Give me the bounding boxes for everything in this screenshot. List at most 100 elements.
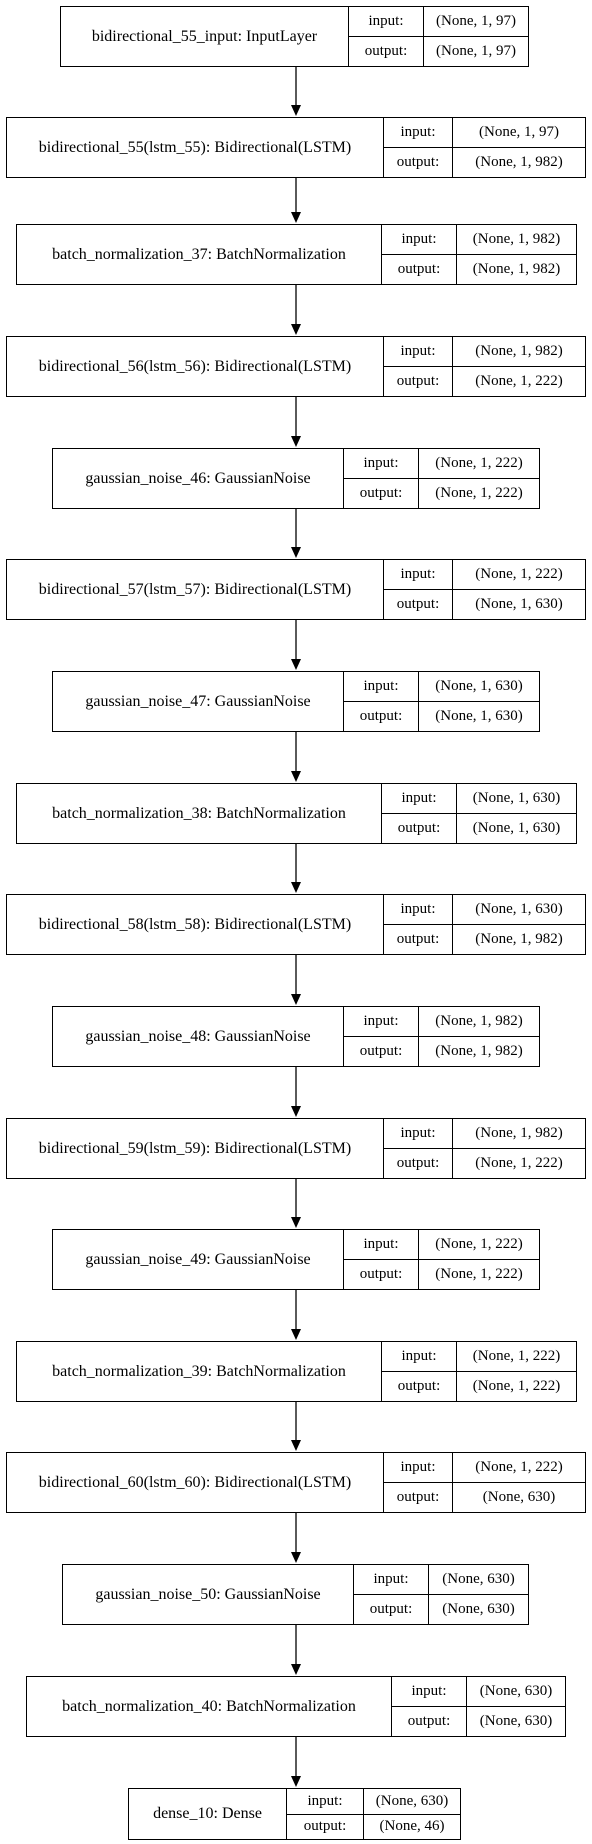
output-label: output:: [384, 1483, 453, 1512]
input-shape-row: input:(None, 1, 222): [384, 560, 585, 589]
layer-shapes: input:(None, 630)output:(None, 630): [392, 1677, 565, 1736]
output-shape-row: output: (None, 630): [384, 1482, 585, 1512]
output-shape: (None, 1, 630): [472, 820, 561, 836]
layer-name: batch_normalization_38: BatchNormalizati…: [17, 784, 382, 843]
layer-node: batch_normalization_38: BatchNormalizati…: [16, 783, 577, 844]
input-shape: (None, 1, 982): [435, 1013, 523, 1029]
layer-shapes: input:(None, 1, 97)output:(None, 1, 982): [384, 118, 585, 177]
output-shape-row: output:(None, 1, 982): [384, 147, 585, 177]
layer-name: bidirectional_57(lstm_57): Bidirectional…: [7, 560, 384, 619]
input-shape-row: input:(None, 630): [354, 1565, 528, 1594]
layer-name: bidirectional_56(lstm_56): Bidirectional…: [7, 337, 384, 396]
layer-shapes: input: (None, 1, 982)output: (None, 1, 982…: [344, 1007, 539, 1066]
layer-shapes: input:(None, 1, 630)output:(None, 1, 982…: [384, 895, 585, 954]
output-shape: (None, 1, 222): [435, 485, 523, 501]
layer-shapes: input:(None, 1, 630)output: (None, 1, 630…: [344, 672, 539, 731]
output-shape-row: output: (None, 1, 630): [384, 589, 585, 619]
arrow-head-icon: [291, 994, 301, 1005]
input-label: input:: [384, 1119, 453, 1148]
input-shape-row: input:(None, 1, 222): [344, 449, 539, 478]
output-shape: (None, 1, 630): [475, 596, 563, 612]
arrow-head-icon: [291, 1664, 301, 1675]
layer-node: bidirectional_58(lstm_58): Bidirectional…: [6, 894, 586, 955]
output-label: output:: [344, 1260, 419, 1289]
layer-shapes: input:(None, 1, 222)output: (None, 1, 630…: [384, 560, 585, 619]
output-label: output:: [382, 1372, 457, 1401]
arrow-head-icon: [291, 1106, 301, 1117]
arrow-head-icon: [291, 659, 301, 670]
output-shape: (None, 46): [379, 1818, 445, 1835]
input-shape: (None, 1, 982): [475, 1125, 563, 1141]
input-shape-row: input:(None, 1, 982): [382, 225, 576, 254]
layer-name: gaussian_noise_48: GaussianNoise: [53, 1007, 344, 1066]
layer-shapes: input: (None, 1, 982) output:(None, 1, 222…: [384, 1119, 585, 1178]
arrow-head-icon: [291, 436, 301, 447]
input-shape-row: input:(None, 1, 630): [384, 895, 585, 924]
arrow-head-icon: [291, 1440, 301, 1451]
input-shape: (None, 1, 630): [435, 678, 523, 694]
input-shape-row: input: (None, 1, 982): [344, 1007, 539, 1036]
output-shape: (None, 630): [482, 1489, 556, 1505]
input-shape-row: input:(None, 1, 222): [382, 1342, 576, 1371]
output-label: output:: [384, 590, 453, 619]
output-shape-row: output:(None, 630): [392, 1706, 565, 1736]
output-label: output:: [344, 702, 419, 731]
arrow-head-icon: [291, 1329, 301, 1340]
input-label: input:: [384, 1453, 453, 1482]
layer-shapes: input:(None, 1, 97)output:(None, 1, 97): [349, 7, 528, 66]
input-label: input:: [384, 118, 453, 147]
output-label: output:: [344, 479, 419, 508]
output-label: output:: [382, 255, 457, 284]
output-shape: (None, 1, 97): [436, 43, 516, 59]
arrow-head-icon: [291, 324, 301, 335]
input-shape: (None, 1, 97): [436, 13, 516, 29]
output-shape: (None, 1, 982): [475, 154, 563, 170]
input-label: input:: [384, 895, 453, 924]
output-shape-row: output: (None, 1, 222): [344, 1259, 539, 1289]
output-shape-row: output:(None, 1, 222): [384, 1148, 585, 1178]
layer-node: bidirectional_55(lstm_55): Bidirectional…: [6, 117, 586, 178]
input-shape-row: input:(None, 630): [287, 1789, 460, 1814]
output-shape: (None, 630): [442, 1601, 515, 1617]
input-label: input:: [344, 1230, 419, 1259]
layer-name: batch_normalization_37: BatchNormalizati…: [17, 225, 382, 284]
input-shape-row: input: (None, 1, 222): [384, 1453, 585, 1482]
input-shape: (None, 630): [479, 1683, 553, 1699]
output-shape: (None, 1, 222): [475, 1155, 563, 1171]
input-label: input:: [287, 1789, 364, 1814]
output-shape: (None, 1, 222): [435, 1266, 523, 1282]
layer-node: bidirectional_57(lstm_57): Bidirectional…: [6, 559, 586, 620]
input-shape-row: input:(None, 1, 97): [349, 7, 528, 36]
layer-name: gaussian_noise_49: GaussianNoise: [53, 1230, 344, 1289]
output-shape: (None, 630): [479, 1713, 553, 1729]
output-shape-row: output:(None, 1, 222): [382, 1371, 576, 1401]
input-shape: (None, 1, 222): [475, 1459, 563, 1475]
arrow-head-icon: [291, 212, 301, 223]
arrow-head-icon: [291, 1552, 301, 1563]
layer-name: dense_10: Dense: [129, 1789, 287, 1839]
layer-name: bidirectional_60(lstm_60): Bidirectional…: [7, 1453, 384, 1512]
input-label: input:: [344, 1007, 419, 1036]
output-label: output:: [344, 1037, 419, 1066]
input-shape-row: input:(None, 1, 630): [344, 672, 539, 701]
output-shape-row: output:(None, 630): [354, 1594, 528, 1624]
layer-node: batch_normalization_40: BatchNormalizati…: [26, 1676, 566, 1737]
output-label: output:: [384, 925, 453, 954]
input-shape-row: input:(None, 1, 982): [384, 337, 585, 366]
layer-shapes: input:(None, 1, 222)output: (None, 1, 222…: [344, 449, 539, 508]
output-label: output:: [384, 367, 453, 396]
input-label: input:: [392, 1677, 467, 1706]
output-shape-row: output:(None, 1, 222): [384, 366, 585, 396]
arrow-head-icon: [291, 1217, 301, 1228]
input-shape-row: input: (None, 1, 982): [384, 1119, 585, 1148]
output-shape: (None, 1, 630): [435, 708, 523, 724]
layer-name: bidirectional_55_input: InputLayer: [61, 7, 349, 66]
